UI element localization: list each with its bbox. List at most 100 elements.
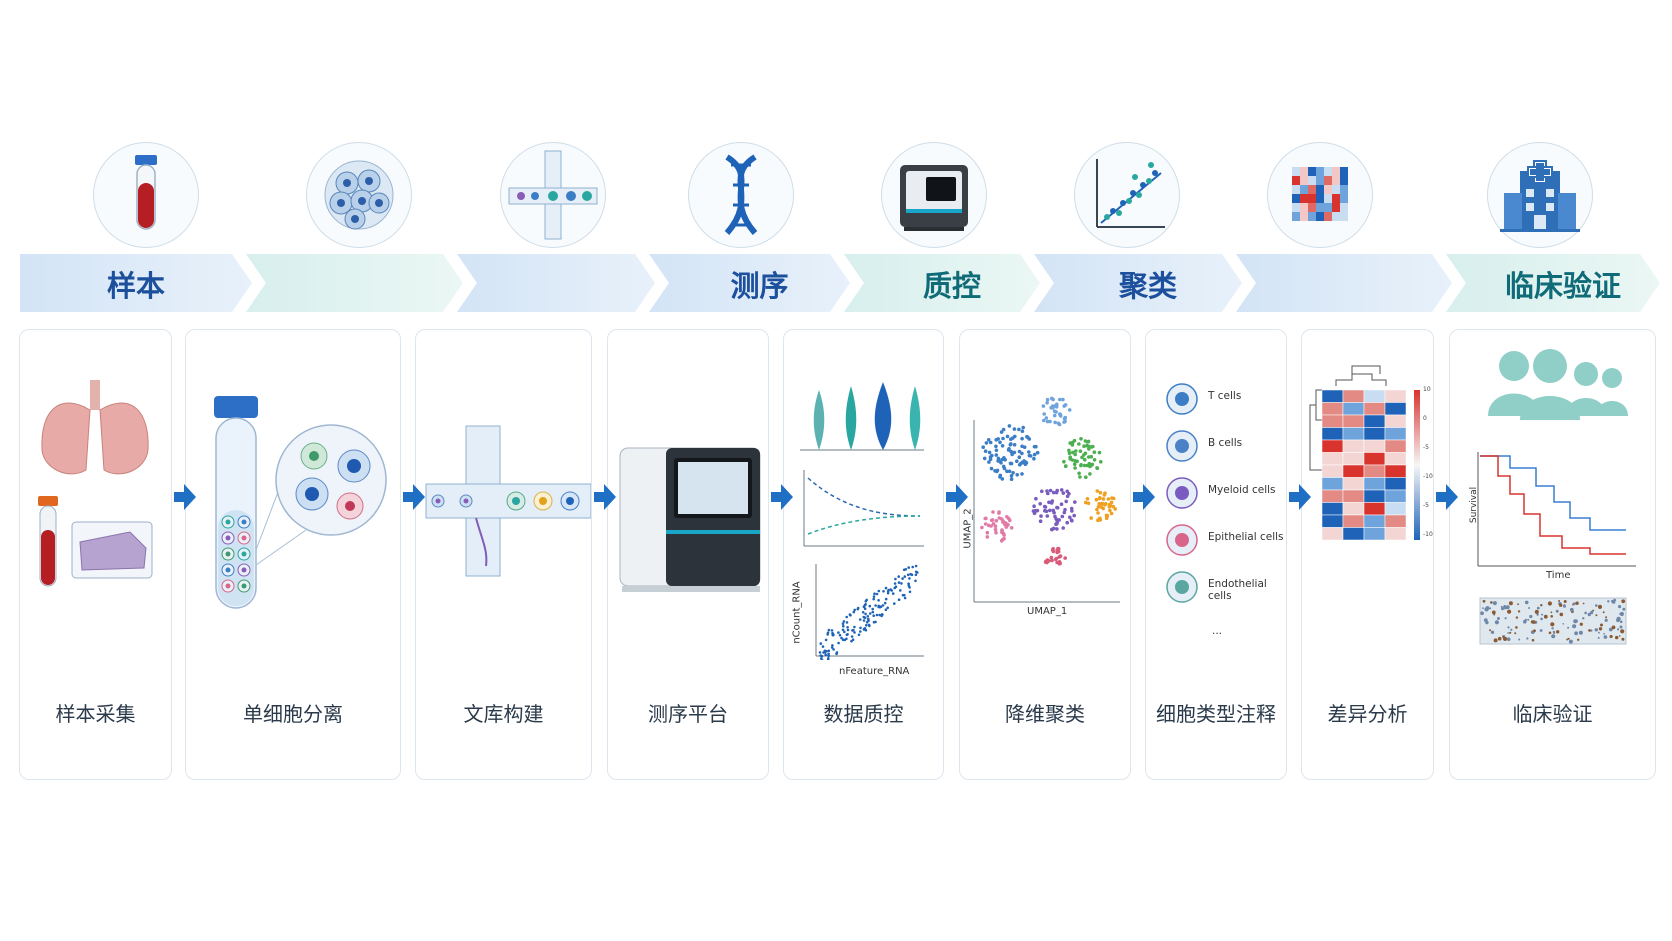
umap-point xyxy=(1085,497,1090,501)
umap-point xyxy=(1108,503,1113,508)
ihc-stain xyxy=(1534,609,1539,614)
umap-point xyxy=(1061,491,1066,495)
ihc-stain xyxy=(1620,629,1625,634)
umap-point xyxy=(1059,502,1064,506)
qc-scatter-point xyxy=(827,657,830,660)
heatmap-cell xyxy=(1363,527,1386,541)
qc-scatter-point xyxy=(880,614,883,618)
umap-point xyxy=(1089,454,1094,459)
ihc-stain xyxy=(1595,614,1598,617)
step-label: 差异分析 xyxy=(1327,702,1408,726)
umap-xlabel: UMAP_1 xyxy=(1027,606,1068,617)
ihc-stain xyxy=(1617,628,1620,631)
qc-scatter-point xyxy=(875,613,879,617)
step-label: 样本采集 xyxy=(55,702,136,726)
umap-point xyxy=(1098,490,1103,495)
ihc-stain xyxy=(1507,632,1509,634)
ihc-stain xyxy=(1491,610,1496,615)
qc-scatter-point xyxy=(843,630,846,634)
ihc-stain xyxy=(1496,617,1500,620)
qc-scatter-point xyxy=(865,598,868,602)
umap-point xyxy=(994,530,998,535)
ihc-stain xyxy=(1527,618,1530,621)
ihc-stain xyxy=(1523,619,1527,624)
qc-scatter-point xyxy=(901,577,904,580)
umap-point xyxy=(1083,439,1088,443)
cell-type-icon xyxy=(1166,430,1198,462)
umap-point xyxy=(994,448,999,453)
qc-scatter-point xyxy=(852,628,855,632)
qc-ylabel: nCount_RNA xyxy=(791,581,803,644)
qc-scatter-point xyxy=(853,625,856,629)
survival-xlabel: Time xyxy=(1546,570,1571,581)
ihc-stain xyxy=(1567,637,1570,640)
umap-point xyxy=(1017,449,1022,454)
umap-point xyxy=(1012,443,1017,447)
ihc-stain xyxy=(1608,627,1613,632)
heatmap-cell xyxy=(1342,389,1365,403)
ihc-stain xyxy=(1619,612,1621,615)
qc-scatter-point xyxy=(826,633,829,636)
umap-point xyxy=(1057,562,1062,566)
step-card-sequencing-platform: 测序平台 xyxy=(607,329,769,780)
banner-label: 临床验证 xyxy=(1504,268,1621,303)
qc-scatter-point xyxy=(837,641,840,645)
umap-point xyxy=(1052,409,1057,414)
ihc-stain xyxy=(1579,622,1583,626)
tissue-sample-icon xyxy=(71,521,153,579)
heatmap-cell xyxy=(1316,167,1324,176)
umap-point xyxy=(1051,490,1056,495)
heatmap-cell xyxy=(1300,176,1308,185)
umap-point xyxy=(1062,420,1066,424)
ihc-stain xyxy=(1577,638,1580,641)
tube-cell-nucleus xyxy=(241,551,247,557)
cell-type-label: T cells xyxy=(1208,390,1242,402)
umap-point xyxy=(1012,450,1017,455)
umap-point xyxy=(1003,521,1008,525)
ihc-stain xyxy=(1559,612,1564,617)
tube-cells xyxy=(221,515,251,593)
umap-point xyxy=(1045,514,1050,518)
ihc-stain xyxy=(1558,600,1561,602)
umap-point xyxy=(1055,521,1059,526)
ihc-stain xyxy=(1567,626,1570,629)
ihc-stain xyxy=(1563,600,1567,603)
umap-point xyxy=(1072,462,1077,466)
heatmap-cell xyxy=(1332,176,1340,185)
ihc-stain xyxy=(1543,614,1548,619)
umap-point xyxy=(1035,450,1040,455)
qc-scatter-point xyxy=(897,575,900,578)
umap-point xyxy=(1074,449,1078,453)
umap-point xyxy=(991,510,995,514)
umap-point xyxy=(1032,511,1037,516)
umap-point xyxy=(1103,503,1107,507)
heatmap-cell xyxy=(1316,185,1324,194)
umap-point xyxy=(1005,469,1009,474)
heatmap-cell xyxy=(1340,212,1348,221)
qc-scatter-point xyxy=(830,646,834,649)
qc-scatter-point xyxy=(899,589,902,592)
umap-point xyxy=(1002,533,1006,537)
umap-point xyxy=(1072,513,1076,518)
ihc-stain xyxy=(1603,635,1608,639)
ihc-stain xyxy=(1618,635,1621,637)
heatmap-cell xyxy=(1308,185,1316,194)
heatmap-cell xyxy=(1321,464,1344,478)
dna-helix-icon xyxy=(724,154,758,235)
umap-point xyxy=(1108,508,1112,513)
heatmap-cell xyxy=(1384,514,1407,528)
tube-cell-nucleus xyxy=(241,519,247,525)
ihc-stain xyxy=(1541,613,1544,616)
ihc-stain xyxy=(1559,603,1563,607)
umap-point xyxy=(994,444,998,449)
banner-step-clinical: 临床验证 xyxy=(1466,254,1660,313)
banner-label: 样本 xyxy=(106,268,165,303)
differential-heatmap xyxy=(1309,365,1420,541)
umap-point xyxy=(1065,520,1069,525)
step-card-data-qc: nCount_RNA nFeature_RNA 数据质控 xyxy=(783,329,944,780)
umap-point xyxy=(986,438,991,442)
qc-scatter-point xyxy=(850,635,854,638)
umap-point xyxy=(1009,474,1014,478)
ihc-stain xyxy=(1572,602,1576,606)
